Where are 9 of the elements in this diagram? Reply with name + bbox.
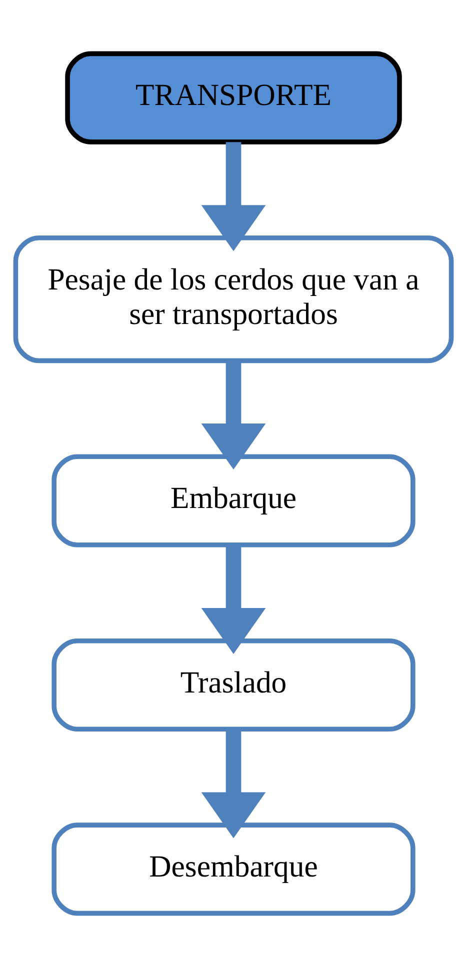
node-box: Traslado: [52, 638, 416, 732]
arrow: [201, 360, 266, 470]
arrow: [201, 142, 266, 251]
node-box: Pesaje de los cerdos que van a ser transportados: [13, 234, 454, 363]
node-box: Desembarque: [52, 822, 416, 916]
arrow: [201, 729, 266, 838]
node-box: Embarque: [52, 454, 416, 547]
node-box: TRANSPORTE: [65, 50, 402, 144]
arrow: [201, 544, 266, 654]
